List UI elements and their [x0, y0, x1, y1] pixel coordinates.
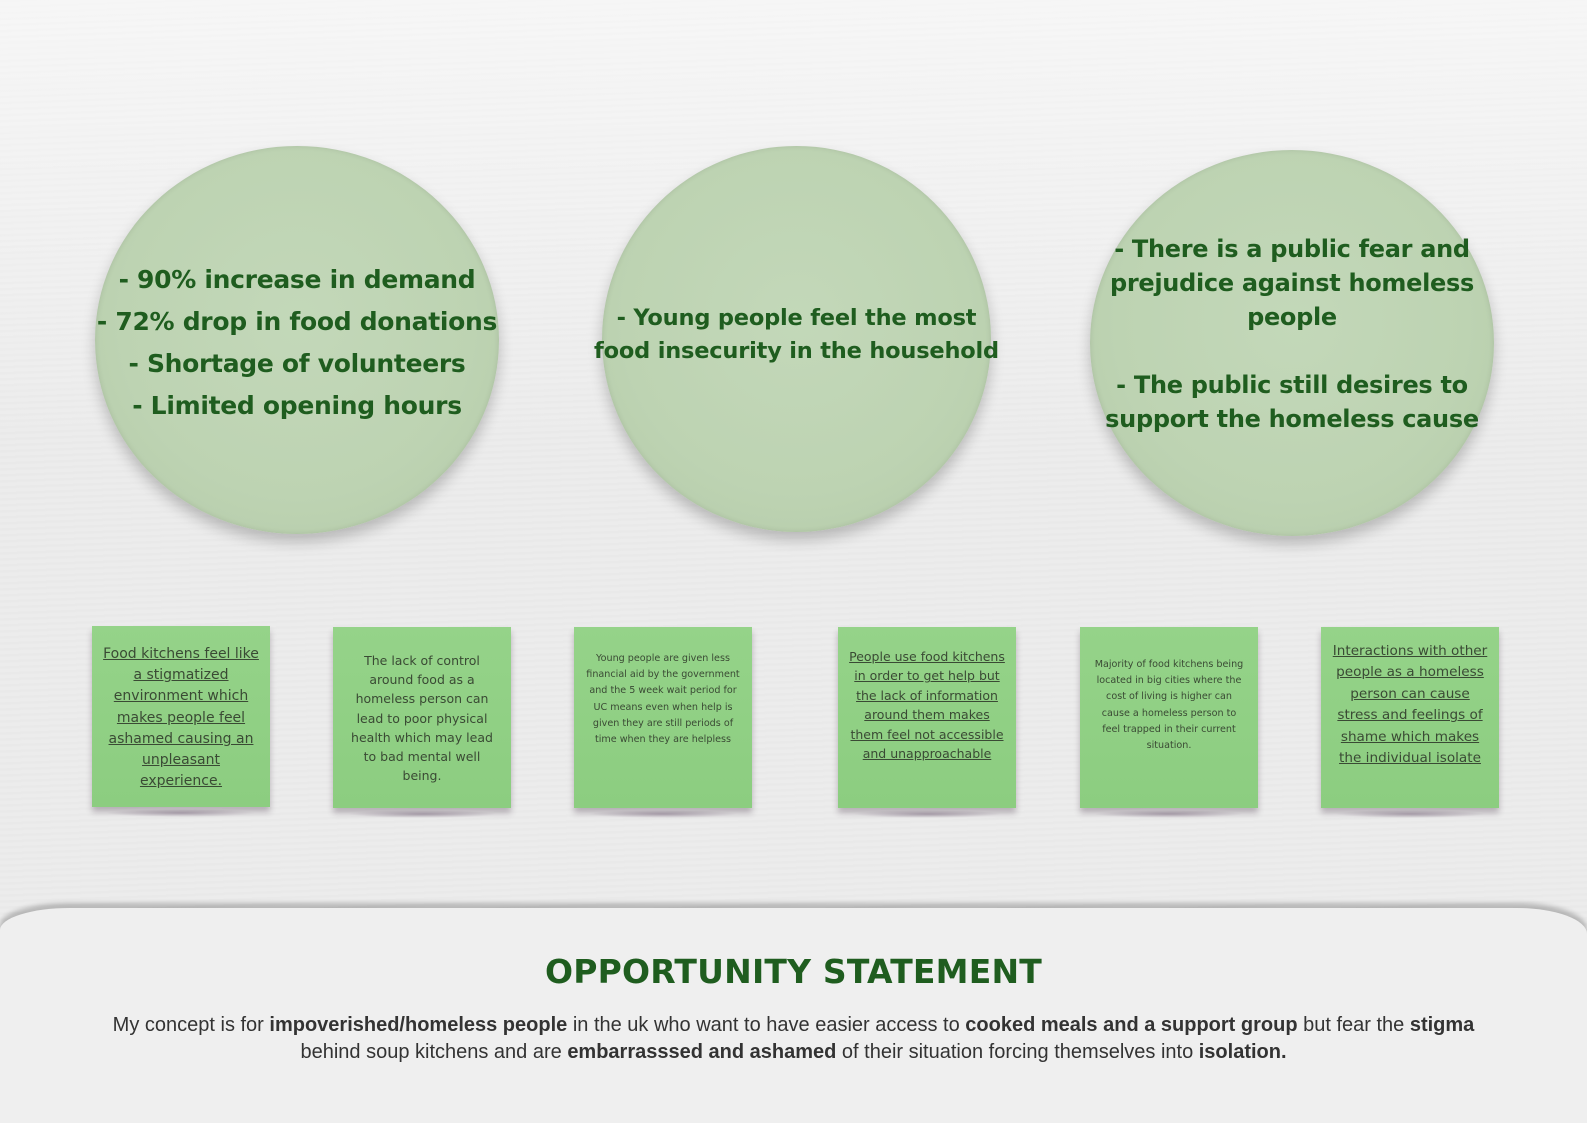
statement-highlight: embarrasssed and ashamed	[567, 1041, 837, 1063]
circle-line: people	[1247, 303, 1337, 331]
insight-circle-1-lines: - 90% increase in demand - 72% drop in f…	[96, 259, 498, 427]
statement-highlight: stigma	[1409, 1014, 1475, 1036]
circle-line: - 72% drop in food donations	[96, 307, 498, 336]
sticky-note-5: Majority of food kitchens being located …	[1080, 627, 1258, 818]
statement-segment: behind soup kitchens and are	[300, 1041, 568, 1063]
circle-line-spacer	[1105, 334, 1479, 368]
statement-segment: but fear the	[1297, 1014, 1410, 1036]
sticky-note-2: The lack of control around food as a hom…	[333, 627, 511, 818]
sticky-note-text: Majority of food kitchens being located …	[1094, 659, 1244, 752]
sticky-note-4: People use food kitchens in order to get…	[838, 627, 1016, 818]
insight-circle-1: - 90% increase in demand - 72% drop in f…	[95, 146, 499, 534]
opportunity-statement: My concept is for impoverished/homeless …	[110, 1012, 1477, 1066]
sticky-note-text: The lack of control around food as a hom…	[351, 653, 493, 784]
circle-line: - Young people feel the most	[616, 305, 977, 331]
sticky-note-text: Interactions with other people as a home…	[1332, 643, 1488, 767]
sticky-note-3: Young people are given less financial ai…	[574, 627, 752, 818]
opportunity-panel	[0, 908, 1587, 1123]
circle-line: prejudice against homeless	[1109, 269, 1474, 297]
statement-segment: My concept is for	[112, 1014, 270, 1036]
sticky-note-1: Food kitchens feel like a stigmatized en…	[92, 626, 270, 817]
circle-line: - Limited opening hours	[132, 391, 462, 420]
circle-line: support the homeless cause	[1105, 405, 1479, 433]
statement-segment: of their situation forcing themselves in…	[836, 1041, 1199, 1063]
statement-highlight: isolation.	[1198, 1041, 1287, 1063]
statement-highlight: cooked meals and a support group	[965, 1014, 1298, 1036]
insight-circle-2-lines: - Young people feel the most food insecu…	[594, 302, 999, 368]
sticky-note-text: Young people are given less financial ai…	[586, 653, 740, 746]
circle-line: food insecurity in the household	[594, 338, 999, 364]
opportunity-title: OPPORTUNITY STATEMENT	[545, 952, 1042, 991]
sticky-note-text: People use food kitchens in order to get…	[849, 649, 1005, 762]
circle-line: - There is a public fear and	[1114, 235, 1470, 263]
insight-circle-3: - There is a public fear and prejudice a…	[1090, 150, 1494, 536]
circle-line: - The public still desires to	[1116, 371, 1468, 399]
sticky-note-text: Food kitchens feel like a stigmatized en…	[103, 646, 259, 790]
insight-circle-2: - Young people feel the most food insecu…	[594, 146, 999, 532]
sticky-note-6: Interactions with other people as a home…	[1321, 627, 1499, 818]
statement-segment: in the uk who want to have easier access…	[567, 1014, 966, 1036]
circle-line: - 90% increase in demand	[118, 265, 476, 294]
circle-line: - Shortage of volunteers	[128, 349, 466, 378]
insight-circle-3-lines: - There is a public fear and prejudice a…	[1105, 232, 1479, 436]
statement-highlight: impoverished/homeless people	[269, 1014, 568, 1036]
